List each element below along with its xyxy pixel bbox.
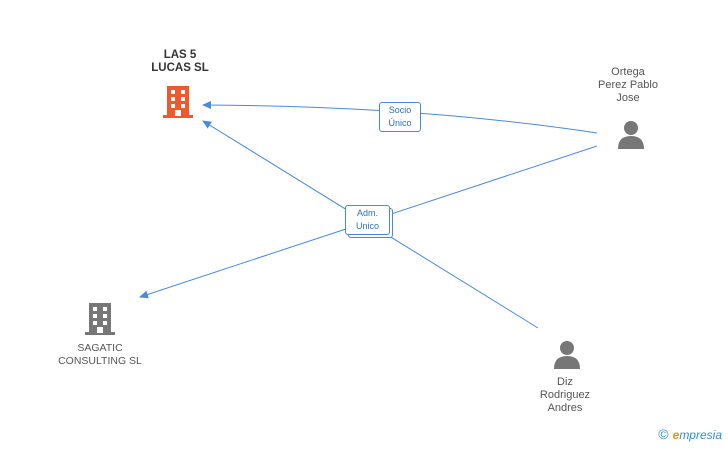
node-diz-label: Diz Rodriguez Andres [539,376,591,414]
building-icon[interactable] [163,84,193,118]
person-icon[interactable] [616,119,646,149]
node-sagatic-label: SAGATIC CONSULTING SL [58,342,142,367]
node-ortega-label: Ortega Perez Pablo Jose [598,66,658,104]
edge-label-adm-unico[interactable]: Adm. Unico [345,205,390,235]
empresia-logo: ©empresia [658,426,722,442]
building-icon[interactable] [85,301,115,335]
node-las5-label: LAS 5 LUCAS SL [151,49,209,74]
person-icon[interactable] [552,339,582,369]
edge-label-socio-unico[interactable]: Socio Único [379,102,421,132]
